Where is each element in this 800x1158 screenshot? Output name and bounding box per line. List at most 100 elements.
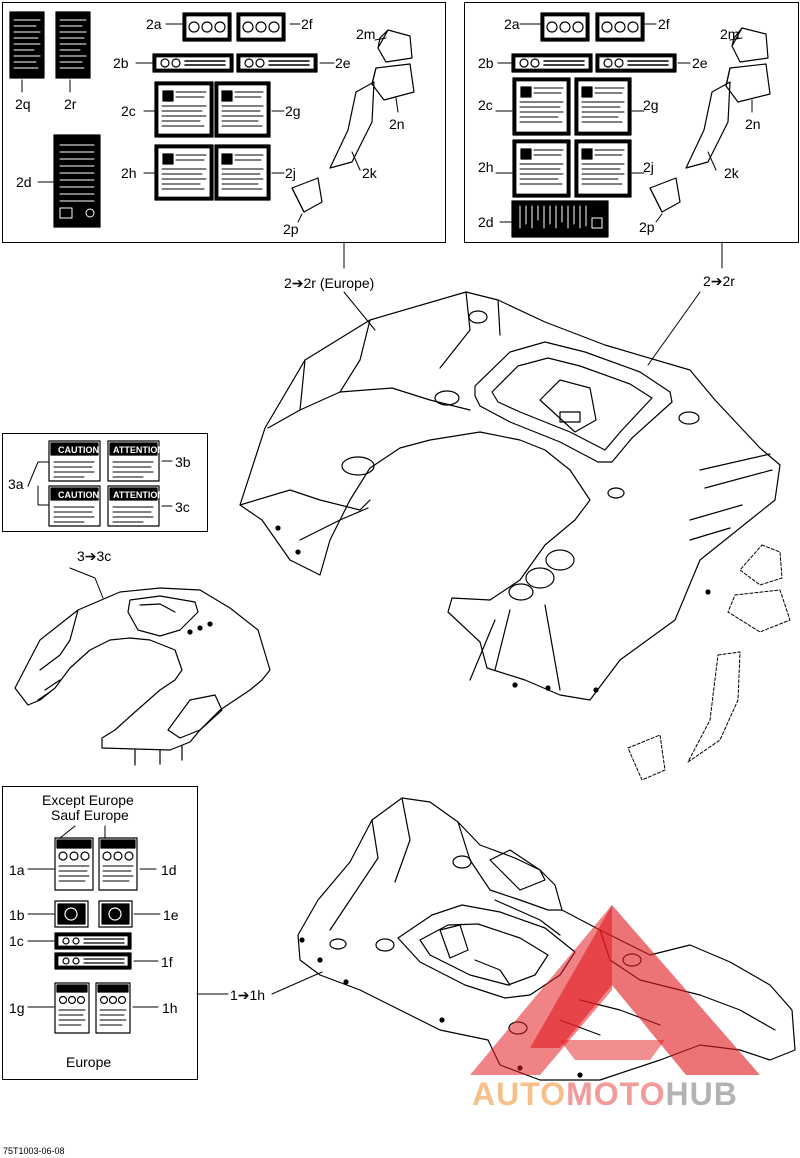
label-2b: 2b [113, 55, 129, 71]
label-2a-na: 2a [504, 16, 520, 32]
decal-1f [54, 952, 132, 970]
decal-2r [55, 11, 91, 79]
guard-2p-na [649, 177, 681, 213]
label-1a: 1a [9, 862, 25, 878]
rear-fender [239, 291, 781, 701]
label-1h: 1h [162, 1000, 178, 1016]
header-except-europe: Except Europe [42, 792, 134, 808]
label-2e-na: 2e [692, 55, 708, 71]
decal-2j [214, 144, 271, 201]
label-2f: 2f [301, 16, 313, 32]
decal-2d-europe [53, 134, 101, 228]
label-2m: 2m [356, 26, 376, 42]
guard-2p [291, 177, 323, 213]
decal-2d-na [511, 200, 609, 238]
watermark-moto: MOTO [566, 1076, 666, 1112]
guard-2n [371, 63, 415, 101]
label-2k: 2k [362, 165, 377, 181]
label-3b: 3b [175, 454, 191, 470]
label-3c: 3c [175, 499, 190, 515]
label-1f: 1f [161, 954, 173, 970]
decal-2e-na [595, 53, 677, 73]
decal-2e [236, 53, 318, 73]
label-2g-na: 2g [643, 97, 659, 113]
callout-3-3c: 3➔3c [77, 548, 112, 564]
decal-2b [152, 53, 234, 73]
decal-2c [154, 81, 214, 138]
decal-2g [214, 81, 271, 138]
label-1b: 1b [9, 907, 25, 923]
decal-3-caution-top [48, 440, 101, 482]
decal-1b [54, 900, 89, 928]
label-1g: 1g [9, 1000, 25, 1016]
label-2e: 2e [335, 55, 351, 71]
guard-2n-na [725, 63, 771, 103]
label-2c: 2c [121, 103, 136, 119]
label-2p: 2p [283, 221, 299, 237]
label-3a: 3a [8, 476, 24, 492]
label-2f-na: 2f [658, 16, 670, 32]
front-panel [14, 587, 271, 766]
panel-caution-decals [2, 433, 208, 532]
decal-text-attention-2: ATTENTION [113, 490, 164, 500]
label-2j-na: 2j [643, 159, 654, 175]
label-2h: 2h [121, 165, 137, 181]
callout-1-1h: 1➔1h [230, 987, 266, 1003]
label-1e: 1e [163, 907, 179, 923]
label-1d: 1d [161, 862, 177, 878]
callout-2-2r: 2➔2r [703, 273, 735, 289]
label-2j: 2j [285, 165, 296, 181]
decal-1h [95, 982, 131, 1034]
decal-2f [236, 12, 286, 42]
decal-2g-na [574, 77, 632, 136]
strip-2k-na [685, 81, 731, 169]
decal-text-attention-1: ATTENTION [113, 445, 164, 455]
header-sauf-europe: Sauf Europe [51, 807, 129, 823]
decal-3-attention-bottom [107, 485, 160, 527]
label-2m-na: 2m [720, 26, 740, 42]
watermark-text: AUTOMOTOHUB [472, 1076, 738, 1112]
label-2d-na: 2d [478, 214, 494, 230]
decal-2q [9, 11, 45, 79]
decal-text-caution-1: CAUTION [58, 445, 99, 455]
label-2g: 2g [285, 103, 301, 119]
decal-1e [98, 900, 133, 928]
label-2q: 2q [15, 96, 31, 112]
decal-1d [98, 837, 138, 891]
label-2h-na: 2h [478, 159, 494, 175]
label-2k-na: 2k [724, 165, 739, 181]
label-2p-na: 2p [639, 219, 655, 235]
strip-2k [329, 81, 375, 169]
label-2a: 2a [146, 16, 162, 32]
decal-2f-na [595, 12, 645, 42]
footer-europe: Europe [66, 1054, 112, 1070]
guard-2m [377, 29, 413, 63]
label-2b-na: 2b [478, 55, 494, 71]
label-2n: 2n [389, 116, 405, 132]
decal-3-attention-top [107, 440, 160, 482]
decal-2c-na [512, 77, 571, 136]
decal-2a-na [540, 12, 590, 42]
label-2n-na: 2n [745, 116, 761, 132]
watermark-hub: HUB [665, 1076, 738, 1112]
watermark-logo [470, 905, 760, 1075]
watermark-auto: AUTO [472, 1076, 567, 1112]
decal-2h [154, 144, 214, 201]
label-2c-na: 2c [478, 97, 493, 113]
decal-2h-na [512, 139, 571, 198]
label-1c: 1c [9, 933, 24, 949]
label-2r: 2r [64, 96, 77, 112]
guard-2m-na [731, 27, 769, 63]
callout-2-2r-europe: 2➔2r (Europe) [284, 275, 375, 291]
decal-text-caution-2: CAUTION [58, 490, 99, 500]
reference-code: 75T1003-06-08 [3, 1146, 65, 1156]
decal-1g [54, 982, 90, 1034]
decal-2a [182, 12, 232, 42]
ghost-guards [627, 544, 791, 781]
decal-1c [54, 932, 132, 950]
decal-1a [54, 837, 94, 891]
decal-2j-na [574, 139, 632, 198]
decal-2b-na [511, 53, 593, 73]
decal-3-caution-bottom [48, 485, 101, 527]
